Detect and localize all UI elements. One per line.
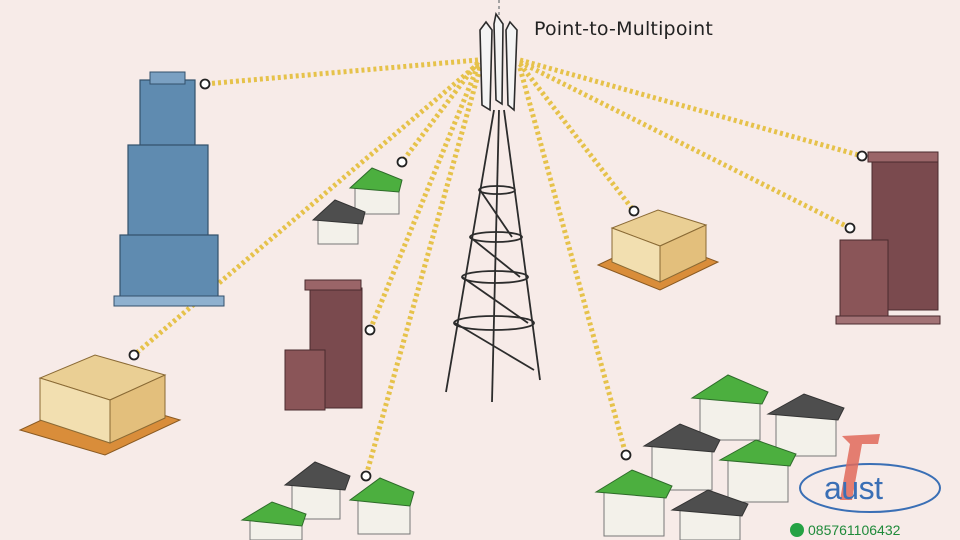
endpoint-brick-right-upper <box>856 150 868 162</box>
antenna-right <box>505 20 518 112</box>
house-pair-small <box>311 167 403 245</box>
endpoint-house-cluster <box>620 449 632 461</box>
diagram-title: Point-to-Multipoint <box>534 18 714 40</box>
antenna-panels <box>479 12 518 112</box>
brick-tower-center <box>284 279 363 411</box>
skyscraper-blue <box>113 71 225 307</box>
endpoint-house-pair-bottom <box>360 470 372 482</box>
watermark-logo-text: aust <box>824 470 883 506</box>
antenna-left <box>479 20 493 112</box>
endpoint-office-left <box>128 349 140 361</box>
link-house-cluster <box>517 67 629 456</box>
watermark-phone: 085761106432 <box>808 522 901 538</box>
office-block-right <box>596 209 720 291</box>
endpoint-house-pair-small <box>396 156 408 168</box>
antenna-center <box>493 12 504 106</box>
link-brick-right-upper <box>519 57 863 159</box>
whatsapp-icon <box>790 523 804 537</box>
link-house-pair-small <box>400 60 480 164</box>
house-pair-bottom <box>240 461 415 540</box>
endpoint-brick-center <box>364 324 376 336</box>
link-house-pair-bottom <box>363 67 483 477</box>
brick-tower-right <box>835 151 941 325</box>
endpoint-brick-right-lower <box>844 222 856 234</box>
house-cluster-right <box>594 374 845 540</box>
endpoint-office-right <box>628 205 640 217</box>
link-office-right <box>518 62 636 213</box>
link-skyscraper <box>204 57 479 87</box>
link-brick-right-lower <box>518 59 852 231</box>
transmission-tower <box>445 0 541 403</box>
office-block-left <box>18 354 182 456</box>
link-endpoints <box>128 78 868 482</box>
link-group <box>132 57 863 477</box>
endpoint-skyscraper <box>199 78 211 90</box>
watermark-logo-mark <box>799 434 941 513</box>
